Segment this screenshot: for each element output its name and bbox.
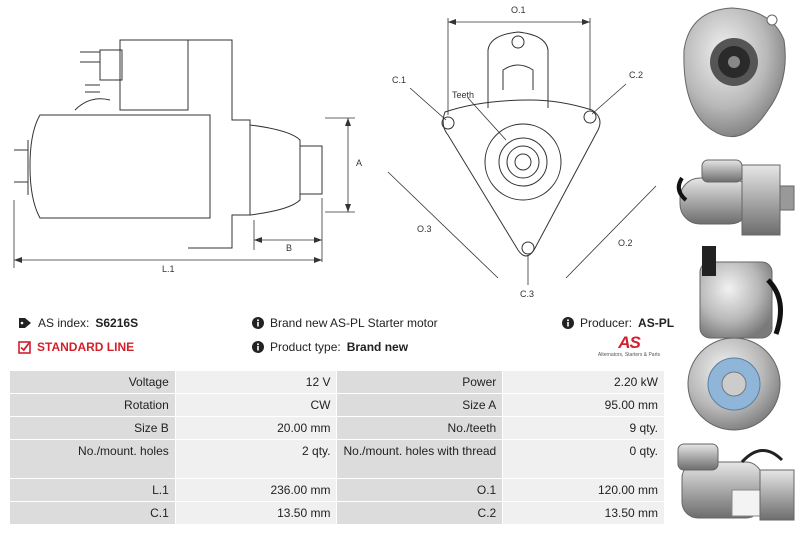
info-icon: [562, 317, 574, 329]
dim-label-c1: C.1: [392, 75, 406, 85]
info-icon: [252, 317, 264, 329]
dim-label-o3: O.3: [417, 224, 432, 234]
tag-icon: [19, 318, 31, 328]
photo-side-view: [676, 159, 795, 236]
logo-tagline: Alternators, Starters & Parts: [597, 352, 661, 358]
spec-value: 12 V: [174, 370, 338, 394]
dim-label-b: B: [286, 243, 292, 253]
dim-label-o2: O.2: [618, 238, 633, 248]
checkbox-checked-icon: [18, 340, 31, 354]
spec-value: 236.00 mm: [174, 478, 338, 502]
spec-value: 13.50 mm: [502, 501, 665, 525]
spec-label: L.1: [9, 478, 176, 502]
photo-front-view: [683, 7, 786, 138]
spec-value: 120.00 mm: [502, 478, 665, 502]
spec-value: 20.00 mm: [174, 416, 338, 440]
dim-label-a: A: [356, 158, 362, 168]
spec-value: CW: [174, 393, 338, 417]
dim-label-c2: C.2: [629, 70, 643, 80]
spec-value: 2.20 kW: [502, 370, 665, 394]
product-photos: [676, 7, 795, 521]
dim-label-c3: C.3: [520, 289, 534, 299]
as-index-value: S6216S: [95, 316, 139, 330]
spec-label: No./mount. holes: [9, 439, 176, 479]
producer-label: Producer:: [580, 316, 633, 330]
side-view-drawing: A B L.1: [13, 39, 362, 274]
product-type-label: Product type:: [270, 340, 341, 354]
as-pl-logo: AS Alternators, Starters & Parts: [594, 333, 664, 359]
photo-rear-view: [687, 246, 783, 431]
description-text: Brand new AS-PL Starter motor: [270, 316, 438, 330]
spec-value: 13.50 mm: [174, 501, 338, 525]
info-icon: [252, 341, 264, 353]
spec-label: C.2: [336, 501, 504, 525]
spec-label: No./teeth: [336, 416, 504, 440]
spec-label: Size B: [9, 416, 176, 440]
standard-line-label: STANDARD LINE: [37, 340, 135, 354]
product-type-line: Product type: Brand new: [252, 340, 408, 354]
product-type-value: Brand new: [346, 340, 409, 354]
front-view-drawing: O.1 C.1 C.2 Teeth O.3 O.2 C.3: [387, 5, 657, 299]
as-index-label: AS index:: [38, 316, 90, 330]
spec-label: O.1: [336, 478, 504, 502]
description-line: Brand new AS-PL Starter motor: [252, 316, 438, 330]
spec-label: Voltage: [9, 370, 176, 394]
spec-value: 2 qty.: [174, 439, 338, 479]
as-index-line: AS index: S6216S: [18, 316, 138, 330]
spec-label: Size A: [336, 393, 504, 417]
spec-value: 0 qty.: [502, 439, 665, 479]
spec-value: 95.00 mm: [502, 393, 665, 417]
photo-side-labeled: [677, 443, 795, 521]
logo-mark: AS: [618, 333, 641, 352]
spec-label: Rotation: [9, 393, 176, 417]
producer-value: AS-PL: [638, 316, 675, 330]
dim-label-teeth: Teeth: [452, 90, 474, 100]
spec-label: Power: [336, 370, 504, 394]
spec-label: C.1: [9, 501, 176, 525]
dim-label-l1: L.1: [162, 264, 175, 274]
spec-label: No./mount. holes with thread: [336, 439, 504, 479]
producer-line: Producer: AS-PL: [562, 316, 674, 330]
spec-value: 9 qty.: [502, 416, 665, 440]
standard-line-badge: STANDARD LINE: [18, 340, 134, 354]
dim-label-o1: O.1: [511, 5, 526, 15]
